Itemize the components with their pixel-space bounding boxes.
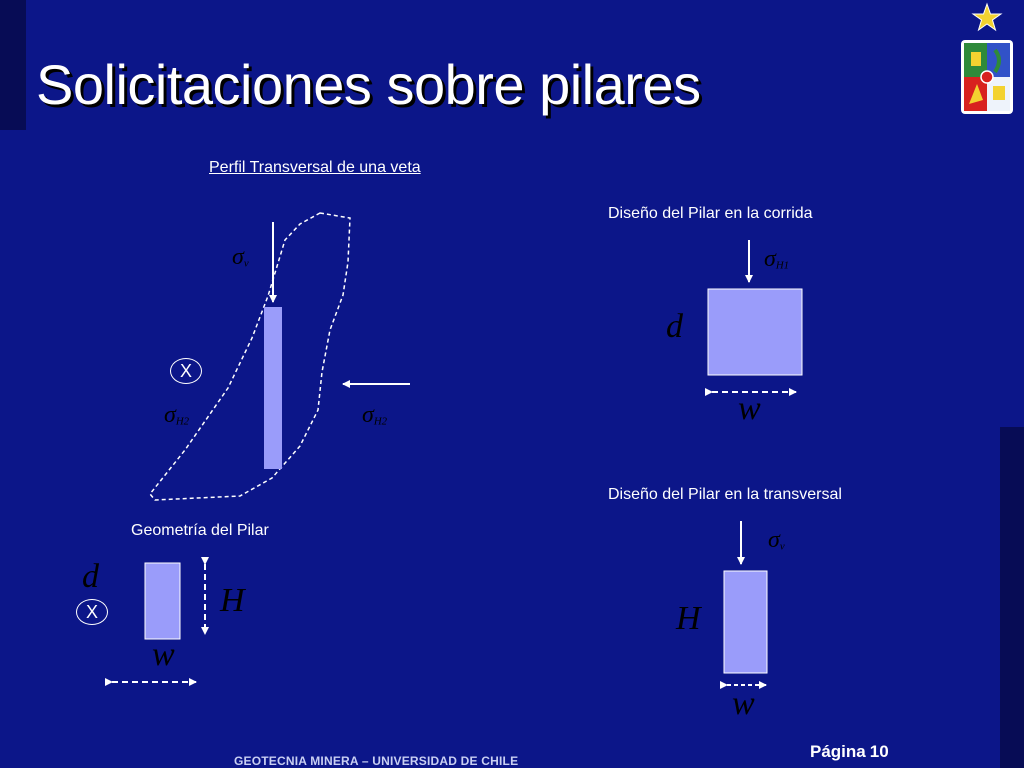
- footer-text: GEOTECNIA MINERA – UNIVERSIDAD DE CHILE: [234, 754, 519, 768]
- vein-outline: [149, 212, 351, 501]
- geometry-width-label: w: [152, 636, 175, 673]
- slide-title: Solicitaciones sobre pilares: [36, 53, 701, 116]
- geometry-height-label: H: [220, 582, 245, 619]
- cross-section-x-marker: X: [170, 358, 202, 384]
- cross-section-pillar: [264, 307, 282, 469]
- corrida-caption: Diseño del Pilar en la corrida: [608, 205, 813, 222]
- sigma-h-left-label: σH2: [164, 402, 190, 428]
- geometry-x-marker: X: [76, 599, 108, 625]
- university-crest-logo: [961, 2, 1013, 114]
- crest-star-icon: [971, 2, 1003, 32]
- transversal-height-label: H: [676, 600, 701, 637]
- transversal-caption: Diseño del Pilar en la transversal: [608, 486, 842, 503]
- transversal-pillar: [723, 570, 768, 674]
- transversal-width-label: w: [732, 685, 755, 722]
- left-accent-bar: [0, 0, 26, 130]
- geometry-depth-label: d: [82, 558, 99, 595]
- corrida-width-label: w: [738, 390, 761, 427]
- right-accent-bar: [1000, 427, 1024, 768]
- corrida-pillar: [707, 288, 803, 376]
- geometry-pillar: [144, 562, 181, 640]
- sigma-v-label: σv: [232, 244, 249, 270]
- corrida-depth-label: d: [666, 308, 683, 345]
- sigma-h-right-label: σH2: [362, 402, 388, 428]
- geometry-caption: Geometría del Pilar: [131, 522, 269, 539]
- page-label: Página: [810, 742, 866, 761]
- cross-section-caption: Perfil Transversal de una veta: [209, 159, 421, 176]
- corrida-sigma-label: σH1: [764, 246, 790, 272]
- transversal-sigma-label: σv: [768, 527, 785, 553]
- page-value: 10: [869, 742, 889, 761]
